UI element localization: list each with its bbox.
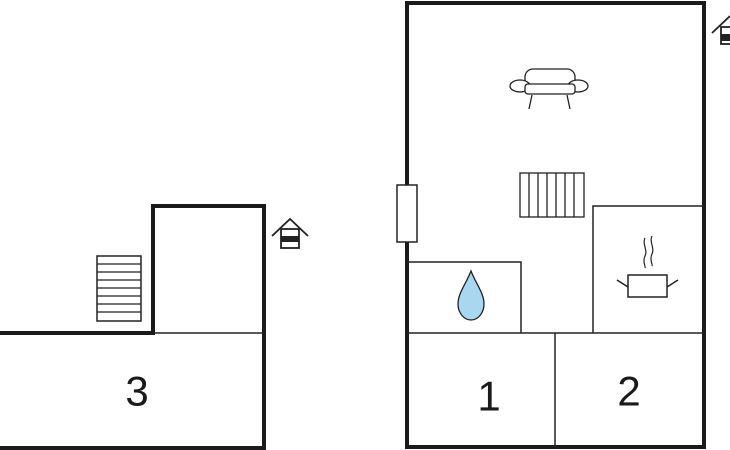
right-interior-walls: [407, 205, 704, 447]
left-outer-wall: [0, 204, 266, 450]
room-number-2: 2: [617, 368, 640, 415]
door-icon: [396, 184, 418, 243]
entrance-house-icon: [271, 217, 309, 249]
left-floor-plan: 3: [0, 204, 309, 450]
room-number-1: 1: [477, 373, 500, 420]
water-drop-icon: [457, 269, 485, 321]
radiator-icon: [519, 172, 585, 218]
right-floor-plan: 1 2: [396, 1, 706, 449]
entrance-house-icon-partial: [711, 15, 730, 45]
sofa-icon: [509, 68, 589, 110]
room-number-3: 3: [125, 368, 148, 415]
cooking-pot-icon: [616, 235, 679, 298]
stairs-icon: [96, 255, 142, 322]
